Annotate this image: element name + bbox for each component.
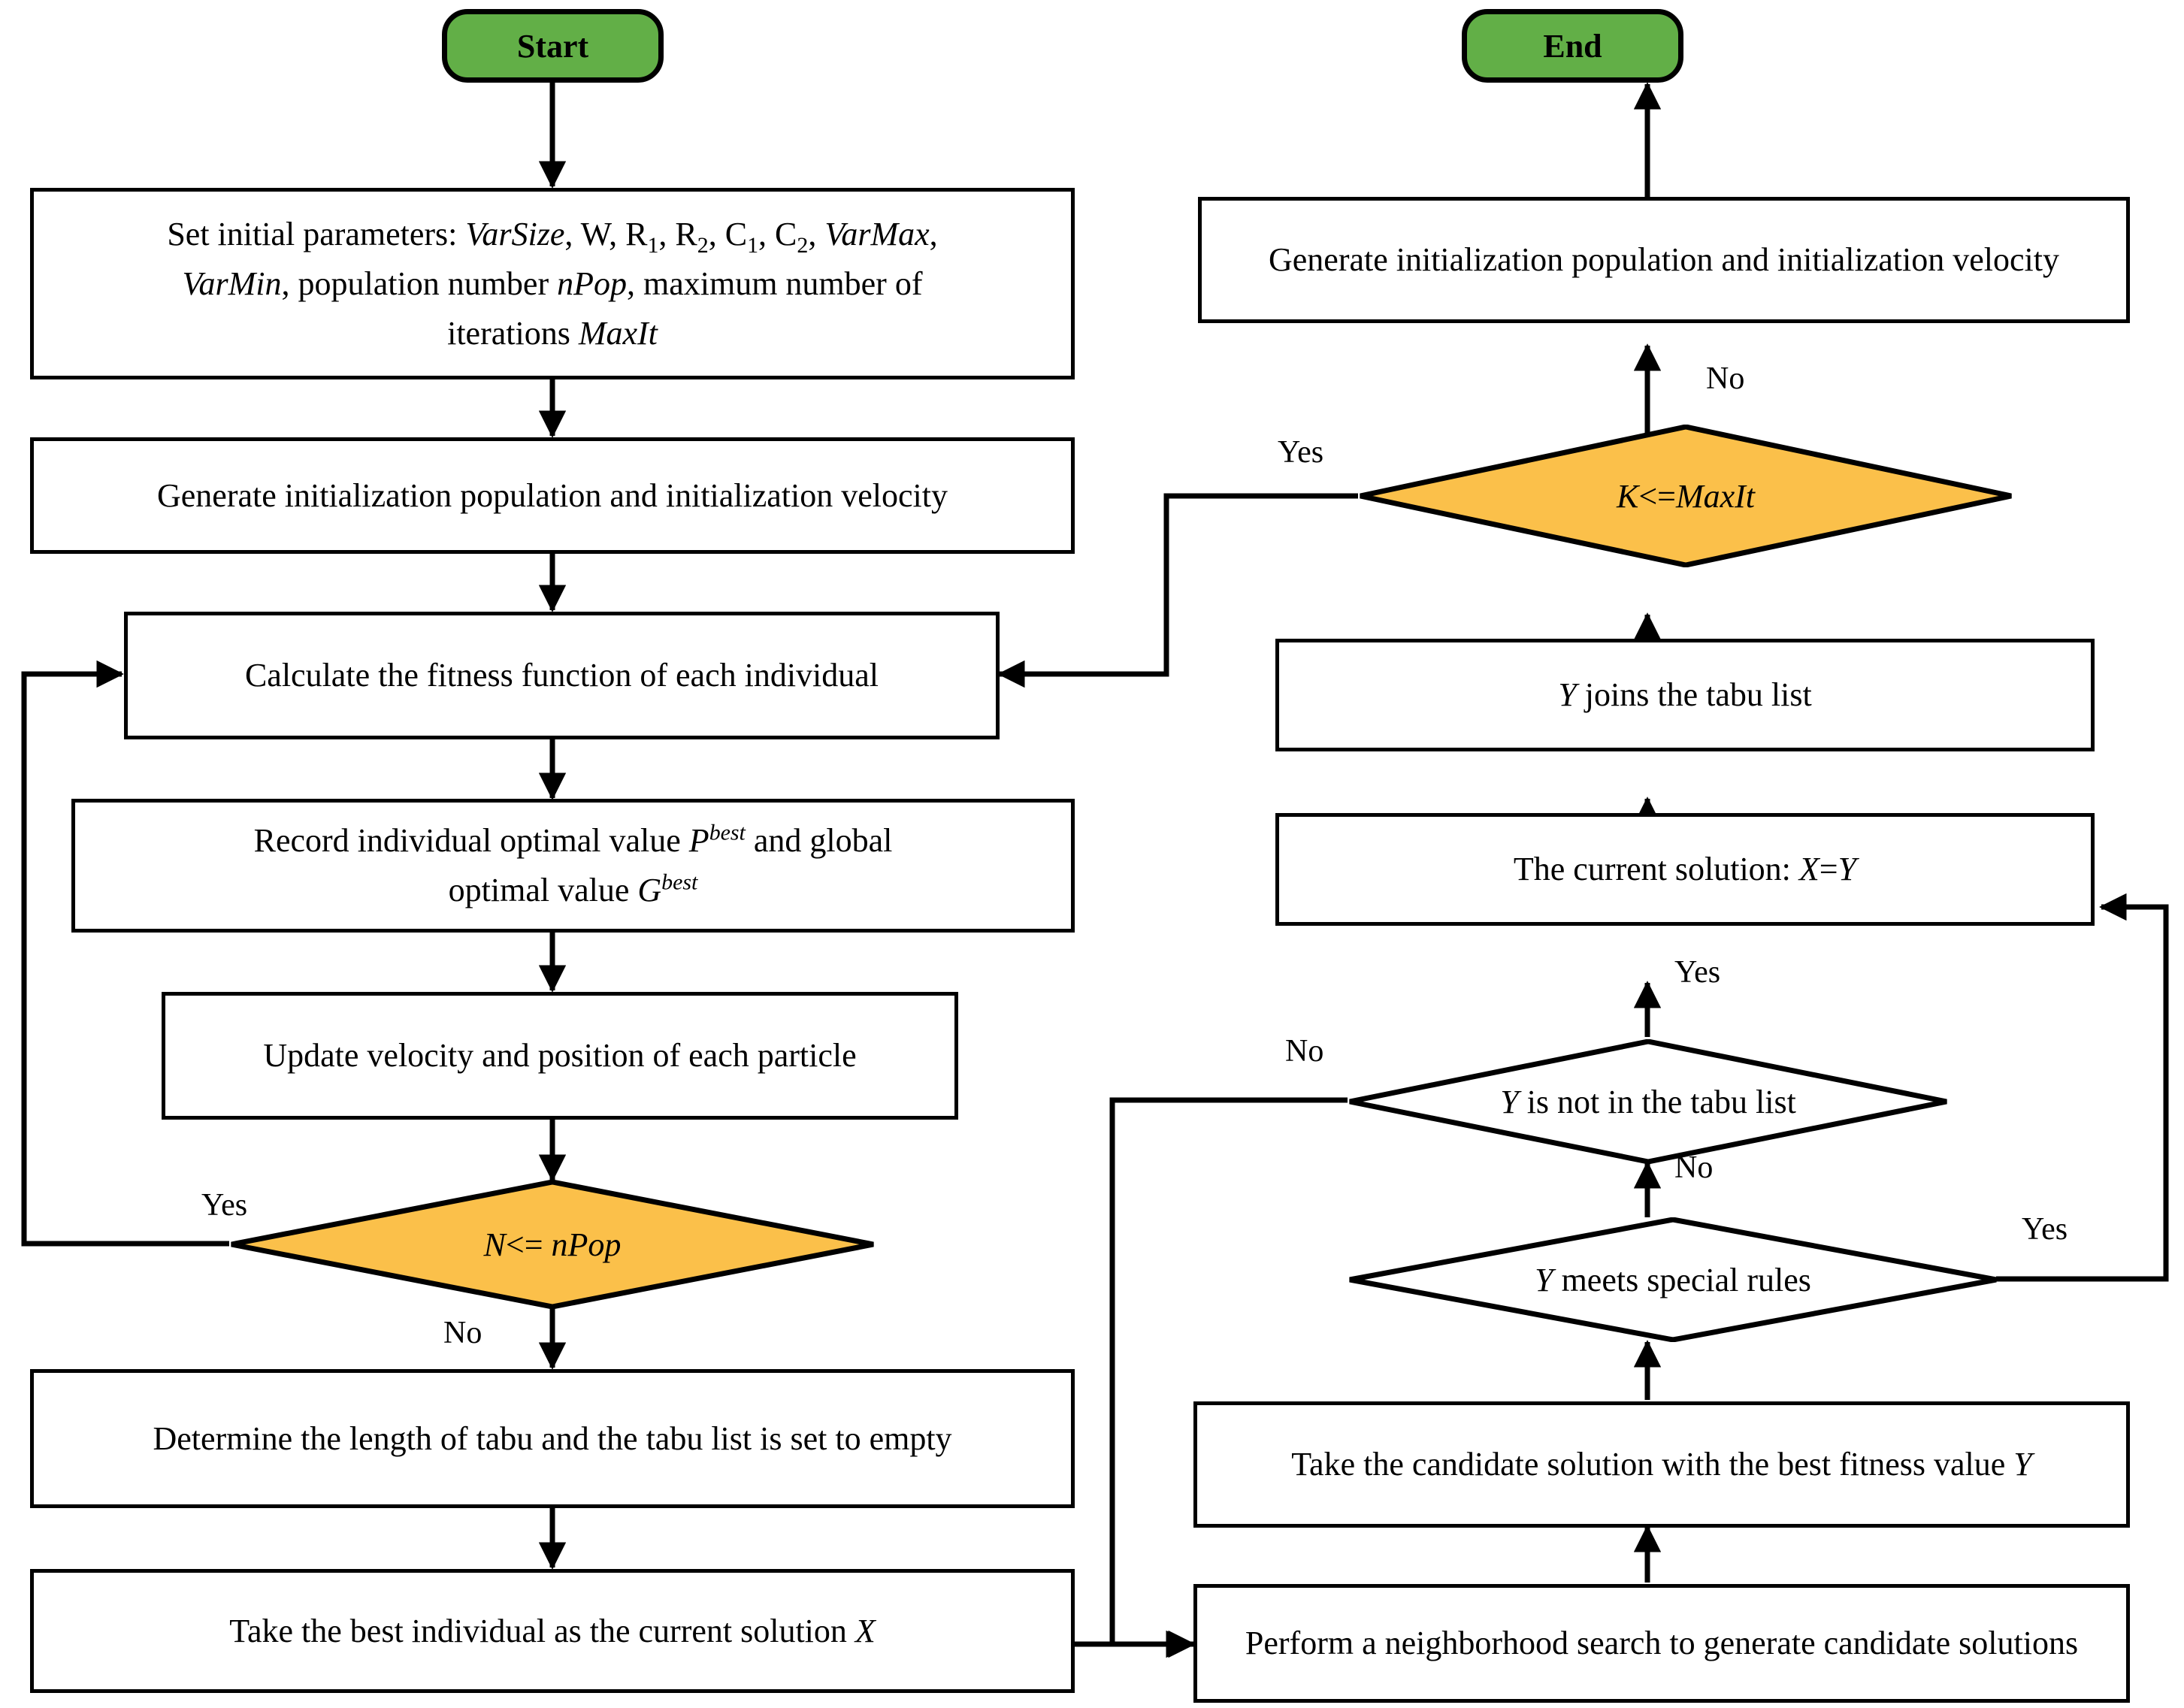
cs-x: X bbox=[1798, 851, 1819, 887]
sp-npop: nPop bbox=[557, 265, 627, 302]
ysr-y: Y bbox=[1535, 1261, 1553, 1298]
node-take-candidate-solution[interactable]: Take the candidate solution with the bes… bbox=[1193, 1401, 2130, 1528]
tb-a: Take the best individual as the current … bbox=[229, 1612, 855, 1649]
sp-r2: 2 bbox=[697, 232, 709, 258]
edge-label-rules-no: No bbox=[1674, 1150, 1714, 1185]
node-update-velocity-label: Update velocity and position of each par… bbox=[263, 1037, 857, 1074]
sp-line2a: , population number bbox=[281, 265, 558, 302]
ro-g-sup: best bbox=[661, 869, 698, 895]
diamond-shape-y-special-rules bbox=[1348, 1217, 1998, 1342]
edge-label-maxit-no: No bbox=[1706, 361, 1745, 396]
node-current-solution[interactable]: The current solution: X=Y bbox=[1275, 813, 2095, 926]
edge-label-rules-yes: Yes bbox=[2022, 1212, 2068, 1247]
sp-line1c: , R bbox=[658, 215, 697, 252]
node-generate-initialization-left[interactable]: Generate initialization population and i… bbox=[30, 437, 1075, 554]
sp-line1d: , C bbox=[708, 215, 748, 252]
maxit-b: <= bbox=[1638, 477, 1676, 515]
node-determine-tabu-length-label: Determine the length of tabu and the tab… bbox=[153, 1419, 952, 1457]
ysr-a: meets special rules bbox=[1553, 1261, 1811, 1298]
node-update-velocity[interactable]: Update velocity and position of each par… bbox=[162, 992, 958, 1120]
npop-b: <= bbox=[505, 1226, 552, 1263]
node-start-label: Start bbox=[516, 27, 589, 65]
node-decision-k-le-maxit[interactable]: K<=MaxIt bbox=[1358, 425, 2013, 567]
sp-line3a: iterations bbox=[447, 314, 579, 352]
node-generate-initialization-left-label: Generate initialization population and i… bbox=[156, 476, 948, 514]
ro-a: Record individual optimal value bbox=[253, 822, 689, 859]
node-decision-y-not-in-tabu[interactable]: Y is not in the tabu list bbox=[1348, 1039, 1949, 1164]
diamond-shape-k-le-maxit bbox=[1358, 425, 2013, 567]
tb-x: X bbox=[855, 1612, 876, 1649]
edge-npop-yes-loop bbox=[21, 660, 229, 1247]
node-current-solution-text: The current solution: X=Y bbox=[1514, 845, 1856, 894]
edge-tabu-no-loop bbox=[1109, 1097, 1348, 1658]
sp-c1: 1 bbox=[747, 232, 759, 258]
node-decision-y-not-in-tabu-label: Y is not in the tabu list bbox=[1493, 1083, 1804, 1121]
ro-c: optimal value bbox=[448, 872, 638, 908]
node-end[interactable]: End bbox=[1462, 9, 1683, 83]
ynt-y: Y bbox=[1500, 1083, 1519, 1120]
ro-g: G bbox=[637, 872, 662, 908]
node-neighborhood-search-label: Perform a neighborhood search to generat… bbox=[1245, 1625, 2079, 1661]
edge-label-tabu-yes: Yes bbox=[1674, 955, 1721, 990]
cs-a: The current solution: bbox=[1513, 851, 1799, 887]
ro-b: and global bbox=[745, 822, 893, 859]
node-end-label: End bbox=[1543, 27, 1602, 65]
ro-p-sup: best bbox=[709, 820, 746, 845]
maxit-c: MaxIt bbox=[1675, 477, 1756, 515]
node-set-initial-parameters[interactable]: Set initial parameters: VarSize, W, R1, … bbox=[30, 188, 1075, 379]
node-take-candidate-solution-text: Take the candidate solution with the bes… bbox=[1291, 1440, 2031, 1489]
edge-label-npop-yes: Yes bbox=[201, 1188, 248, 1223]
node-generate-initialization-right-label: Generate initialization population and i… bbox=[1268, 241, 2059, 278]
node-decision-n-le-npop-label: N<= nPop bbox=[476, 1226, 629, 1264]
node-start[interactable]: Start bbox=[442, 9, 664, 83]
tcs-y: Y bbox=[2013, 1446, 2032, 1483]
node-decision-y-special-rules[interactable]: Y meets special rules bbox=[1348, 1217, 1998, 1342]
node-decision-y-special-rules-label: Y meets special rules bbox=[1527, 1261, 1819, 1299]
node-take-best-individual-text: Take the best individual as the current … bbox=[229, 1607, 876, 1656]
cs-eq: = bbox=[1819, 851, 1838, 887]
ynt-a: is not in the tabu list bbox=[1518, 1083, 1796, 1120]
node-calculate-fitness[interactable]: Calculate the fitness function of each i… bbox=[124, 612, 1000, 739]
edge-label-tabu-no: No bbox=[1285, 1034, 1324, 1069]
maxit-a: K bbox=[1616, 477, 1639, 515]
node-set-initial-parameters-text: Set initial parameters: VarSize, W, R1, … bbox=[167, 210, 937, 358]
sp-line1b: , W, R bbox=[564, 215, 648, 252]
sp-varmax: VarMax bbox=[824, 215, 930, 252]
node-neighborhood-search[interactable]: Perform a neighborhood search to generat… bbox=[1193, 1584, 2130, 1703]
cs-y: Y bbox=[1838, 851, 1857, 887]
sp-varsize: VarSize bbox=[465, 215, 565, 252]
node-determine-tabu-length[interactable]: Determine the length of tabu and the tab… bbox=[30, 1369, 1075, 1508]
node-record-optimal-text: Record individual optimal value Pbest an… bbox=[254, 816, 893, 915]
edge-label-maxit-yes: Yes bbox=[1278, 435, 1324, 470]
node-y-joins-tabu-list[interactable]: Y joins the tabu list bbox=[1275, 639, 2095, 751]
tcs-a: Take the candidate solution with the bes… bbox=[1291, 1446, 2014, 1483]
yjt-y: Y bbox=[1558, 676, 1577, 713]
npop-a: N bbox=[483, 1226, 506, 1263]
node-decision-n-le-npop[interactable]: N<= nPop bbox=[229, 1180, 876, 1309]
diamond-shape-n-le-npop bbox=[229, 1180, 876, 1309]
sp-line1a: Set initial parameters: bbox=[167, 215, 466, 252]
node-generate-initialization-right[interactable]: Generate initialization population and i… bbox=[1198, 197, 2130, 323]
npop-c: nPop bbox=[551, 1226, 622, 1263]
node-calculate-fitness-label: Calculate the fitness function of each i… bbox=[244, 657, 879, 694]
sp-r1: 1 bbox=[647, 232, 659, 258]
diamond-shape-y-not-in-tabu bbox=[1348, 1039, 1949, 1164]
sp-line1g: , bbox=[929, 215, 938, 252]
node-record-optimal[interactable]: Record individual optimal value Pbest an… bbox=[71, 799, 1075, 933]
ro-p: P bbox=[688, 822, 709, 859]
sp-varmin: VarMin bbox=[182, 265, 282, 302]
sp-c2: 2 bbox=[797, 232, 809, 258]
node-take-best-individual[interactable]: Take the best individual as the current … bbox=[30, 1569, 1075, 1693]
node-y-joins-tabu-list-text: Y joins the tabu list bbox=[1558, 670, 1811, 720]
sp-line1f: , bbox=[808, 215, 825, 252]
sp-line1e: , C bbox=[758, 215, 797, 252]
sp-maxit: MaxIt bbox=[578, 314, 658, 352]
yjt-a: joins the tabu list bbox=[1576, 676, 1812, 713]
edge-label-npop-no: No bbox=[443, 1316, 482, 1350]
sp-line2b: , maximum number of bbox=[626, 265, 923, 302]
node-decision-k-le-maxit-label: K<=MaxIt bbox=[1609, 477, 1762, 515]
